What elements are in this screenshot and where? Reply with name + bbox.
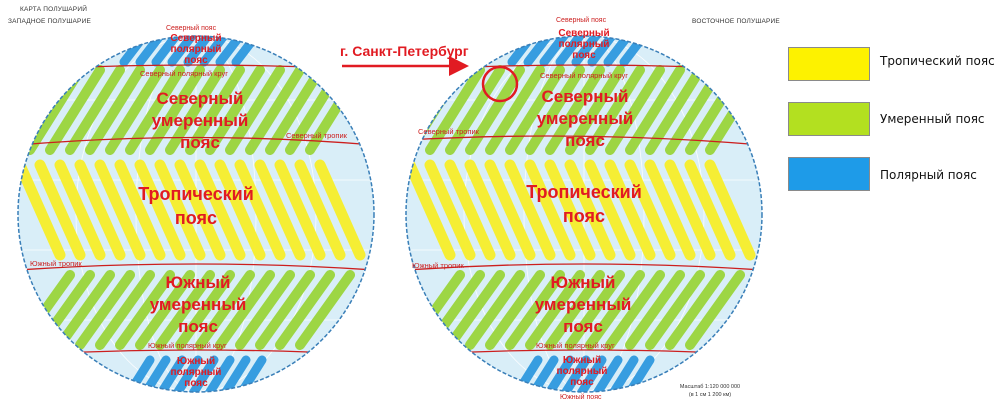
map-scale-ratio: Масштаб 1:120 000 000 — [679, 384, 741, 390]
west-south-polar-circle-label: Южный полярный круг — [148, 341, 227, 350]
west-north-polar-circle-label: Северный полярный круг — [140, 69, 228, 78]
western-rim — [17, 35, 375, 393]
west-north-pole-belt-label: Северный пояс — [166, 24, 217, 32]
legend-swatch-polar — [788, 157, 870, 191]
legend-label-tropical: Тропический пояс — [880, 54, 995, 68]
east-north-tropic-label: Северный тропик — [418, 127, 480, 136]
east-south-polar-circle-label: Южный полярный круг — [536, 341, 615, 350]
hemispheres-map: Северный пояс Северный полярный круг Сев… — [17, 16, 763, 401]
eastern-polar-south — [511, 355, 655, 392]
map-scale: Масштаб 1:120 000 000 (в 1 см 1 200 км) — [650, 383, 770, 399]
east-north-pole-belt-label: Северный пояс — [556, 16, 607, 24]
western-polar-north — [119, 36, 267, 67]
western-tropical — [18, 159, 366, 261]
legend-label-temperate: Умеренный пояс — [880, 112, 985, 126]
map-title: КАРТА ПОЛУШАРИЙ — [20, 6, 88, 13]
west-north-tropic-label: Северный тропик — [286, 131, 348, 140]
east-hemisphere-title: ВОСТОЧНОЕ ПОЛУШАРИЕ — [692, 18, 780, 25]
western-hemisphere: Северный пояс Северный полярный круг Сев… — [17, 24, 375, 393]
saint-petersburg-marker — [481, 65, 519, 103]
east-south-pole-belt-label: Южный пояс — [560, 393, 602, 401]
map-scale-distance: (в 1 см 1 200 км) — [688, 392, 732, 398]
eastern-hemisphere: Северный пояс Северный полярный круг Сев… — [340, 16, 763, 401]
western-polar-south — [123, 355, 267, 392]
west-south-tropic-label: Южный тропик — [30, 259, 82, 268]
eastern-tropical — [406, 159, 756, 261]
eastern-temperate-south — [406, 270, 745, 350]
west-hemisphere-title: ЗАПАДНОЕ ПОЛУШАРИЕ — [8, 18, 91, 25]
legend-swatch-tropical — [788, 47, 870, 81]
east-south-tropic-label: Южный тропик — [412, 261, 464, 270]
eastern-rim — [405, 35, 763, 393]
east-north-polar-circle-label: Северный полярный круг — [540, 71, 628, 80]
legend-label-polar: Полярный пояс — [880, 168, 977, 182]
saint-petersburg-label: г. Санкт-Петербург — [340, 43, 469, 59]
legend-swatch-temperate — [788, 102, 870, 136]
